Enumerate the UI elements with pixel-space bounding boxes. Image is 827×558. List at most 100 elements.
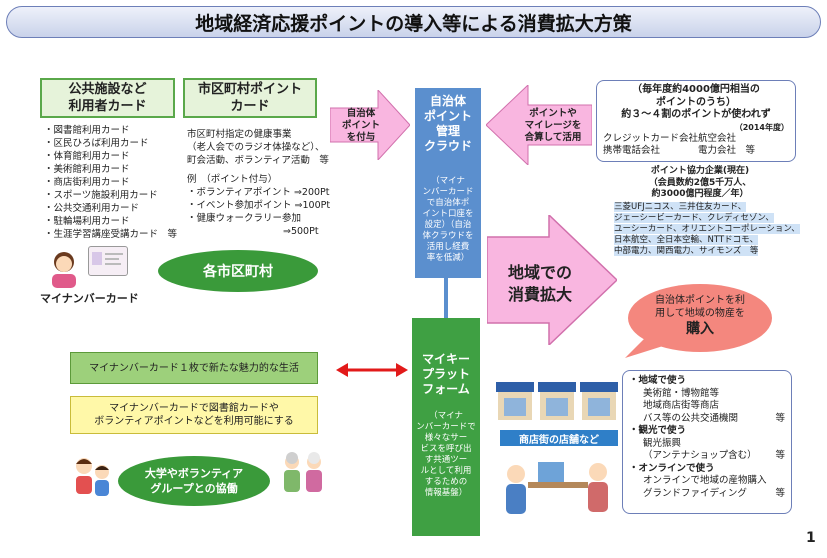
- corporate-line: （毎年度約4000億円相当の: [632, 84, 760, 95]
- arrow-text-line: ポイントや: [529, 108, 577, 119]
- company-type: 電力会社 等: [698, 145, 756, 156]
- collab-line: 大学やボランティア: [144, 467, 244, 480]
- point-cloud-column: 自治体 ポイント 管理 クラウド （マイナ ンバーカード で自治体ポ イント口座…: [415, 88, 481, 278]
- point-grant-arrow: [330, 90, 410, 160]
- uses-local-heading: ・地域で使う: [629, 375, 687, 386]
- uses-online-heading: ・オンラインで使う: [629, 462, 715, 474]
- partners-line: 約3000億円程度／年）: [651, 189, 749, 199]
- uses-item: グランドファイディング: [643, 487, 747, 499]
- cloud-title-line: 管理: [435, 124, 460, 138]
- partners-line: ポイント協力企業(現在): [650, 166, 750, 176]
- company-type: 航空会社: [698, 132, 737, 144]
- shopping-illustration: [498, 452, 618, 522]
- list-item: ・駐輪場利用カード: [44, 216, 130, 227]
- example-value: ⇒500Pt: [283, 226, 319, 237]
- expansion-line: 消費拡大: [507, 285, 572, 304]
- partners-heading: ポイント協力企業(現在) （会員数約2億5千万人、 約3000億円程度／年）: [600, 166, 800, 201]
- uses-item: バス等の公共交通機関: [643, 412, 739, 424]
- cloud-title-line: 自治体: [429, 94, 466, 108]
- uses-item: 地域商店街等商店: [643, 400, 720, 411]
- example-item: ・健康ウォークラリー参加: [187, 213, 302, 224]
- list-item: ・商店街利用カード: [44, 177, 130, 188]
- municipal-points-heading: 市区町村ポイントカード: [183, 78, 317, 118]
- cloud-desc-line: で自治体ポ: [426, 198, 470, 208]
- corporate-points-box: （毎年度約4000億円相当の ポイントのうち） 約３～４割のポイントが使われず …: [596, 80, 796, 162]
- cloud-desc-line: ンバーカード: [422, 187, 474, 197]
- arrow-text-line: ポイント: [341, 120, 380, 131]
- partner-names: 中部電力、関西電力、サイモンズ 等: [614, 246, 759, 256]
- partner-names: ユーシーカード、オリエントコーポレーション、: [614, 224, 800, 234]
- public-cards-heading-line1: 公共施設など: [68, 82, 147, 97]
- municipalities-ellipse: 各市区町村: [158, 250, 318, 292]
- mynumber-card-icon: [88, 246, 128, 276]
- page-title: 地域経済応援ポイントの導入等による消費拡大方策: [6, 6, 821, 38]
- uses-box: ・地域で使う 美術館・博物館等 地域商店街等商店 バス等の公共交通機関等 ・観光…: [622, 370, 792, 514]
- public-cards-heading: 公共施設など利用者カード: [40, 78, 175, 118]
- partner-names: 三菱UFJニコス、三井住友カード、: [614, 202, 747, 212]
- example-item: ・ボランティアポイント ⇒200Pt: [187, 187, 330, 198]
- uses-etc: 等: [775, 412, 785, 424]
- uses-etc: 等: [775, 487, 785, 499]
- mykey-title-line: プラット: [421, 367, 470, 381]
- bubble-line: 用して地域の物産を: [655, 308, 745, 319]
- partners-list: 三菱UFJニコス、三井住友カード、 ジェーシービーカード、クレディセゾン、 ユー…: [614, 202, 800, 257]
- collab-line: グループとの協働: [150, 482, 238, 495]
- buy-bubble-shape: [625, 284, 772, 358]
- mykey-title-line: マイキー: [421, 352, 470, 366]
- arrow-text-line: 合算して活用: [524, 132, 582, 143]
- page-number: 1: [806, 530, 816, 546]
- mykey-desc-line: ンバーカードで: [416, 422, 476, 432]
- partners-line: （会員数約2億5千万人、: [648, 177, 752, 188]
- point-grant-text: 自治体 ポイント を付与: [336, 108, 386, 144]
- mykey-desc-line: するための: [424, 477, 468, 487]
- collab-ellipse: 大学やボランティアグループとの協働: [118, 456, 270, 506]
- bubble-line: 自治体ポイントを利: [655, 295, 745, 306]
- cloud-desc-line: 設定）（自治: [424, 220, 472, 230]
- uses-tour-heading: ・観光で使う: [629, 425, 687, 436]
- mykey-desc-line: 情報基盤）: [424, 488, 468, 498]
- mykey-desc-line: （マイナ: [429, 411, 463, 421]
- list-item: ・図書館利用カード: [44, 125, 130, 136]
- consumption-expansion-text: 地域での 消費拡大: [495, 262, 585, 306]
- desc-line: 町会活動、ボランティア活動 等: [187, 155, 329, 166]
- new-life-bar: マイナンバーカード１枚で新たな魅力的な生活: [70, 352, 318, 384]
- cloud-desc-line: 体クラウドを: [422, 231, 474, 241]
- person-illustration: [40, 248, 88, 288]
- uses-item: （アンテナショップ含む）: [643, 450, 757, 461]
- partner-names: 日本航空、全日本空輸、NTTドコモ、: [614, 235, 759, 245]
- list-item: ・体育館利用カード: [44, 151, 130, 162]
- company-type: クレジットカード会社: [603, 132, 699, 144]
- cloud-desc-line: 活用し経費: [426, 242, 470, 252]
- example-label: 例 （ポイント付与）: [187, 174, 278, 185]
- list-item: ・生涯学習講座受講カード 等: [44, 229, 178, 240]
- municipal-heading-line1: 市区町村ポイント: [197, 82, 302, 97]
- elderly-illustration: [278, 450, 328, 504]
- list-item: ・スポーツ施設利用カード: [44, 190, 158, 201]
- municipal-points-desc: 市区町村指定の健康事業 （老人会でのラジオ体操など）、 町会活動、ボランティア活…: [187, 128, 330, 238]
- bubble-emphasis: 購入: [686, 321, 714, 337]
- public-cards-list: ・図書館利用カード ・区民ひろば利用カード ・体育館利用カード ・美術館利用カー…: [44, 124, 177, 241]
- list-item: ・美術館利用カード: [44, 164, 130, 175]
- mileage-combine-text: ポイントや マイレージを 合算して活用: [520, 108, 586, 144]
- partner-names: ジェーシービーカード、クレディセゾン、: [614, 213, 774, 223]
- cloud-desc-line: イント口座を: [422, 209, 474, 219]
- list-item: ・区民ひろば利用カード: [44, 138, 149, 149]
- shops-illustration: [496, 378, 620, 422]
- cloud-desc-line: 率を低減）: [426, 253, 470, 263]
- mynumber-card-label: マイナンバーカード: [40, 292, 139, 305]
- mykey-platform-column: マイキー プラット フォーム （マイナ ンバーカードで 様々なサー ビスを呼び出…: [412, 318, 480, 536]
- mykey-desc-line: 様々なサー: [424, 433, 468, 443]
- cloud-title-line: ポイント: [423, 109, 472, 123]
- uses-item: オンラインで地域の産物購入: [643, 475, 767, 486]
- consumption-expansion-arrow: [487, 215, 617, 345]
- uses-etc: 等: [775, 450, 785, 461]
- public-cards-heading-line2: 利用者カード: [68, 99, 147, 114]
- children-illustration: [70, 454, 114, 500]
- mykey-desc-line: ルとして利用: [420, 466, 472, 476]
- desc-line: （老人会でのラジオ体操など）、: [187, 142, 325, 153]
- cloud-desc-line: （マイナ: [431, 176, 465, 186]
- mykey-title-line: フォーム: [422, 382, 470, 396]
- list-item: ・公共交通利用カード: [44, 203, 140, 214]
- shops-label: 商店街の店舗など: [500, 430, 618, 446]
- library-use-line: マイナンバーカードで図書館カードや: [109, 403, 279, 414]
